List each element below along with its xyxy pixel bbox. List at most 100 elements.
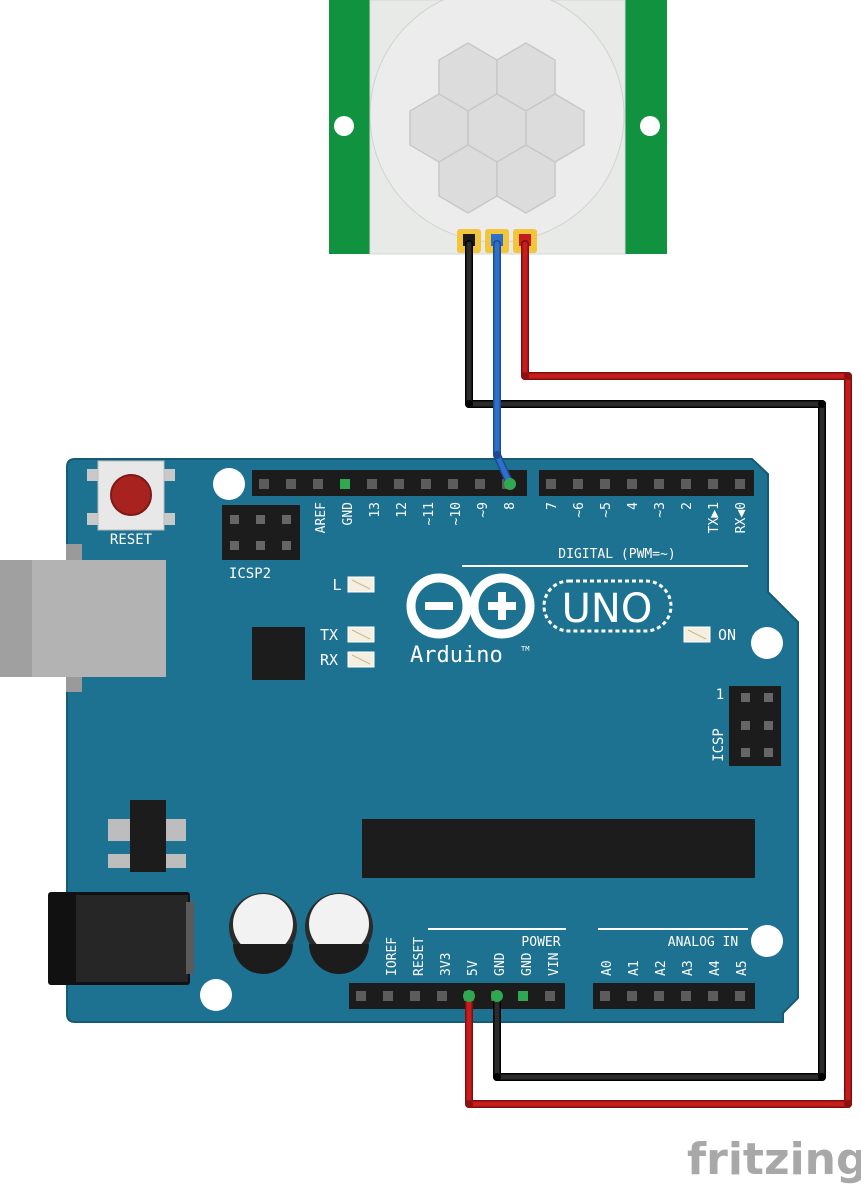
header-socket (448, 479, 458, 489)
pin-label-4: 4 (626, 502, 641, 510)
arduino-logo: UNO Arduino TM (406, 573, 673, 668)
wire-bendpoint (465, 400, 473, 408)
pin-label-rx0: RX◀0 (734, 502, 749, 533)
pin-label-9: ~9 (476, 502, 491, 518)
header-socket (627, 479, 637, 489)
dc-power-jack (48, 892, 194, 985)
header-socket (259, 479, 269, 489)
pin-label-a3: A3 (681, 960, 696, 976)
arduino-uno-board: RESET ICSP2 AREF GND 13 12 ~11 ~10 ~9 8 … (0, 458, 799, 1023)
led-l (347, 576, 375, 593)
wires (465, 240, 852, 1108)
header-socket (600, 991, 610, 1001)
power-section-label: POWER (521, 935, 560, 950)
pin-label-3: ~3 (653, 502, 668, 518)
facet (496, 144, 556, 214)
board-mount-hole (751, 627, 783, 659)
pin-label-3v3: 3V3 (439, 953, 454, 976)
header-socket (735, 479, 745, 489)
fresnel-lens-facets (409, 42, 585, 214)
header-socket (654, 479, 664, 489)
wire-bendpoint (818, 1073, 826, 1081)
header-socket (410, 991, 420, 1001)
capacitor (229, 893, 297, 974)
pin-label-5v: 5V (466, 960, 481, 976)
pin-label-a4: A4 (708, 960, 723, 976)
pin-label-aref: AREF (314, 502, 329, 533)
digital-section-label: DIGITAL (PWM=~) (558, 547, 675, 562)
header-socket (735, 991, 745, 1001)
icsp2-header (222, 505, 300, 560)
wire-bendpoint (844, 372, 852, 380)
wire-bendpoint (493, 451, 501, 459)
pin-label-8: 8 (503, 502, 518, 510)
pin-label-12: 12 (395, 502, 410, 518)
header-socket (356, 991, 366, 1001)
minus-icon (425, 602, 453, 610)
pin-label-13: 13 (368, 502, 383, 518)
led-rx-label: RX (320, 651, 338, 669)
led-on (683, 626, 711, 643)
analog-header (593, 983, 755, 1009)
pin-label-ioref: IOREF (385, 937, 400, 976)
header-socket (708, 991, 718, 1001)
header-socket (313, 479, 323, 489)
pin-label-a1: A1 (627, 960, 642, 976)
wire-bendpoint (493, 1073, 501, 1081)
pin-label-a2: A2 (654, 960, 669, 976)
logo-text: Arduino (410, 643, 503, 668)
pin-label-gnd-1: GND (493, 952, 508, 976)
fritzing-logo: fritzing (687, 1134, 861, 1185)
header-socket (546, 479, 556, 489)
header-socket (518, 991, 528, 1001)
icsp-pin1-label: 1 (716, 687, 724, 703)
model-name: UNO (562, 586, 653, 632)
board-mount-hole (213, 468, 245, 500)
pin-label-gnd: GND (341, 502, 356, 526)
header-socket (383, 991, 393, 1001)
led-rx (347, 651, 375, 668)
digital-pin-labels: AREF GND 13 12 ~11 ~10 ~9 8 7 ~6 ~5 4 ~3… (314, 502, 749, 533)
pin-label-2: 2 (680, 502, 695, 510)
header-socket (394, 479, 404, 489)
usb-chip (252, 627, 305, 680)
header-socket (545, 991, 555, 1001)
power-pin-labels: IOREF RESET 3V3 5V GND GND VIN (385, 937, 562, 976)
pin-label-a5: A5 (735, 960, 750, 976)
reset-label: RESET (110, 532, 153, 548)
sensor-mount-hole-right (640, 116, 660, 136)
icsp-header (729, 686, 781, 766)
led-on-label: ON (718, 626, 736, 644)
header-socket (421, 479, 431, 489)
usb-connector (0, 544, 166, 692)
header-socket (681, 991, 691, 1001)
pin-label-reset: RESET (412, 937, 427, 976)
capacitor (305, 893, 373, 974)
power-header (349, 983, 565, 1009)
header-socket (627, 991, 637, 1001)
reset-button[interactable] (87, 460, 175, 531)
digital-header (252, 470, 754, 496)
pir-sensor (329, 0, 667, 255)
board-pcb (66, 458, 799, 1023)
pin-8-connected (504, 478, 516, 490)
wire-bendpoint (521, 372, 529, 380)
logo-trademark: TM (521, 645, 529, 653)
icsp2-label: ICSP2 (229, 566, 271, 582)
board-mount-hole (751, 925, 783, 957)
pin-label-vin: VIN (547, 953, 562, 976)
pin-label-7: 7 (545, 502, 560, 510)
analog-section-label: ANALOG IN (668, 935, 738, 950)
infinity-icon (406, 573, 535, 639)
wire-bendpoint (818, 400, 826, 408)
pin-label-10: ~10 (449, 502, 464, 525)
led-l-label: L (332, 576, 341, 594)
pin-5v-connected (463, 990, 475, 1002)
header-socket (340, 479, 350, 489)
wire-bendpoint (465, 1100, 473, 1108)
pin-label-a0: A0 (600, 960, 615, 976)
header-socket (654, 991, 664, 1001)
microcontroller-chip (362, 819, 755, 878)
board-mount-hole (200, 979, 232, 1011)
